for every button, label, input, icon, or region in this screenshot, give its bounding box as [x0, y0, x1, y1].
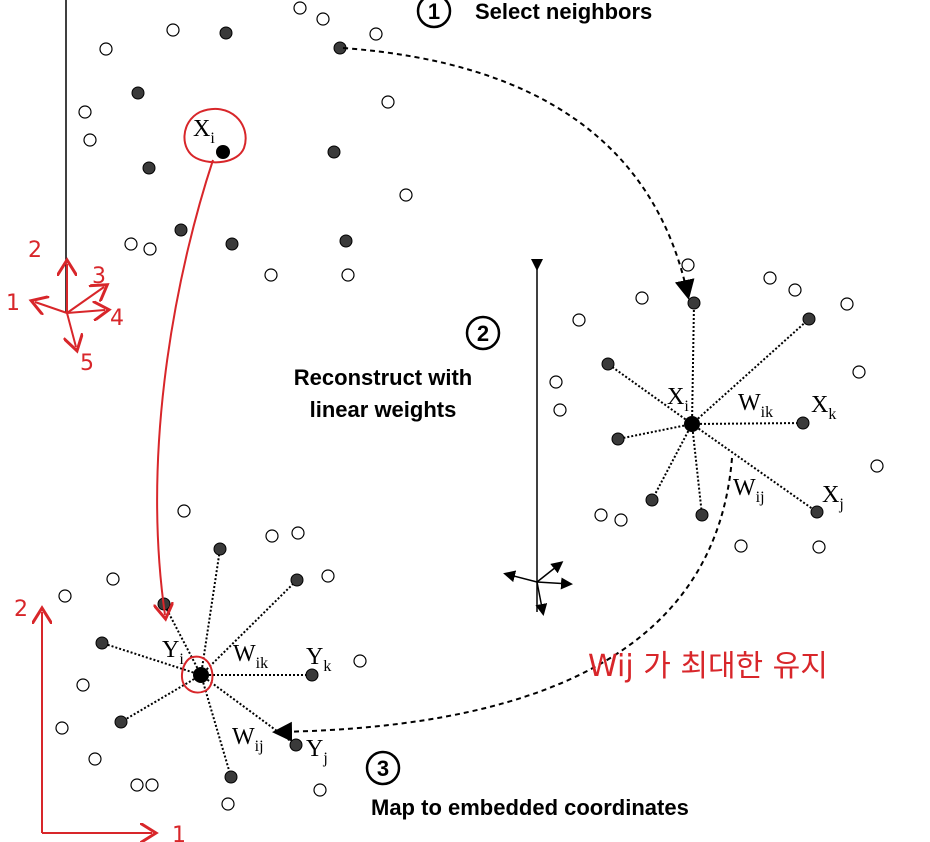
data-point: [264, 268, 278, 282]
neighbor-point: [131, 86, 145, 100]
data-point: [124, 237, 138, 251]
step2-panel: Xi Wik Xk Wij Xj: [503, 258, 884, 616]
step1-points: [78, 1, 413, 282]
center-point-xi: [684, 416, 700, 432]
neighbor-yk: [305, 668, 319, 682]
step1-center-label: Xi: [193, 116, 215, 147]
neighbor-point: [219, 26, 233, 40]
neighbor-yj: [289, 738, 303, 752]
red-circle-yi: [180, 655, 214, 694]
red-note-wij: Wij 가 최대한 유지: [588, 649, 828, 684]
neighbor-xk: [796, 416, 810, 430]
step2-axis-cluster: [503, 561, 573, 616]
neighbor-point: [142, 161, 156, 175]
step2-neighbor-k-label: Xk: [811, 392, 836, 423]
step1-number-circle: [416, 0, 452, 29]
red-axis-digit-1: 1: [6, 291, 20, 316]
red-axis-digit-4: 4: [110, 306, 124, 331]
data-point: [381, 95, 395, 109]
data-point: [166, 23, 180, 37]
data-point: [78, 105, 92, 119]
step3-neighbor-k-label: Yk: [306, 644, 331, 675]
red-embed-digit-1: 1: [172, 823, 186, 842]
step3-heading: 3 Map to embedded coordinates: [365, 750, 689, 820]
step2-spokes: [607, 302, 818, 516]
step3-panel: Yi Wik Yk Wij Yj: [55, 504, 367, 811]
data-point: [369, 27, 383, 41]
step2-heading: 2 Reconstruct with linear weights: [294, 315, 501, 422]
step1-number: 1: [428, 0, 440, 24]
step1-panel: Xi: [65, 0, 413, 312]
neighbor-point: [339, 234, 353, 248]
data-point: [83, 133, 97, 147]
red-axis-digit-3: 3: [92, 264, 106, 289]
step3-spokes: [101, 548, 312, 778]
step2-points: [549, 258, 884, 554]
step3-number: 3: [377, 756, 389, 781]
step2-weight-ik-label: Wik: [738, 390, 773, 421]
red-circle-xi: [183, 107, 247, 164]
center-point-yi: [193, 667, 209, 683]
step3-title: Map to embedded coordinates: [371, 795, 689, 820]
data-point: [99, 42, 113, 56]
data-point: [293, 1, 307, 15]
arrow-step2-to-step3: [272, 457, 733, 742]
step3-center-label: Yi: [162, 637, 184, 668]
step2-neighbor-j-label: Xj: [822, 482, 844, 513]
step2-center-label: Xi: [667, 384, 689, 415]
arrow-step1-to-step2: [342, 47, 695, 300]
red-annotations: 2 3 1 4 5 2 1 Wij 가 최대한 유지: [6, 107, 828, 842]
step3-number-circle: [365, 750, 401, 786]
neighbor-point: [174, 223, 188, 237]
data-point: [341, 268, 355, 282]
data-point: [399, 188, 413, 202]
neighbor-point: [327, 145, 341, 159]
red-axis-digit-5: 5: [80, 351, 94, 376]
step2-title-line1: Reconstruct with: [294, 365, 472, 390]
red-embed-digit-2: 2: [14, 597, 28, 622]
step2-title-line2: linear weights: [310, 397, 457, 422]
step1-title: Select neighbors: [475, 0, 652, 24]
step3-neighbor-j-label: Yj: [306, 736, 328, 767]
step2-weight-ij-label: Wij: [733, 475, 765, 506]
center-point-xi: [216, 145, 230, 159]
step2-number-circle: [465, 315, 501, 351]
step3-weight-ij-label: Wij: [232, 724, 264, 755]
red-embed-axes: 2 1: [14, 597, 186, 842]
data-point: [316, 12, 330, 26]
neighbor-xj: [810, 505, 824, 519]
neighbor-point: [225, 237, 239, 251]
step3-weight-ik-label: Wik: [233, 641, 268, 672]
step1-heading: 1 Select neighbors: [416, 0, 652, 29]
step2-number: 2: [477, 321, 489, 346]
red-axes-sketch: 2 3 1 4 5: [6, 238, 124, 376]
red-mapping-arrow: [157, 159, 214, 615]
red-axis-digit-2: 2: [28, 238, 42, 263]
step3-points: [55, 504, 367, 811]
data-point: [143, 242, 157, 256]
